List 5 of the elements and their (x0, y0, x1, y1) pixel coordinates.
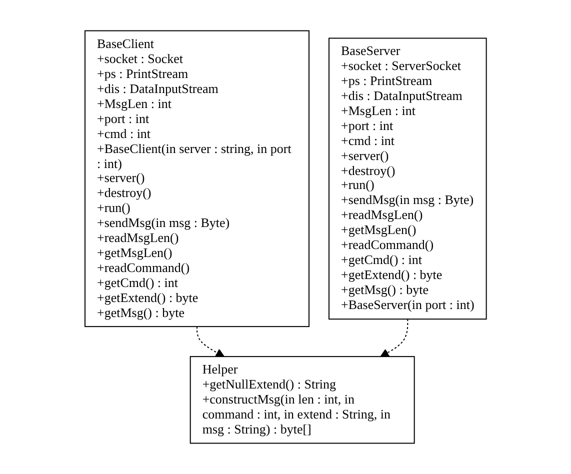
node-box: BaseClient +socket : Socket +ps : PrintStream +dis : DataInputStream +MsgLen : int +port : int +cmd : int +BaseClient(in server : string, in port : int) +server() +destroy() +run() +sendMsg(in msg : Byte) +readMsgLen() +getMsgLen() +readCommand() +getCmd() : int +getExtend() : byte +getMsg() : byte (84, 30, 310, 328)
arrow (380, 318, 408, 357)
node-box: Helper +getNullExtend() : String +constructMsg(in len : int, in command : int, in extend : String, in msg : String) : byte[] (190, 356, 415, 444)
node-box: BaseServer +socket : ServerSocket +ps : PrintStream +dis : DataInputStream +MsgLen : int +port : int +cmd : int +server() +destroy() +run() +sendMsg(in msg : Byte) +readMsgLen() +getMsgLen() +readCommand() +getCmd() : int +getExtend() : byte +getMsg() : byte +BaseServer(in port : int) (328, 38, 487, 320)
arrow (196, 326, 224, 357)
